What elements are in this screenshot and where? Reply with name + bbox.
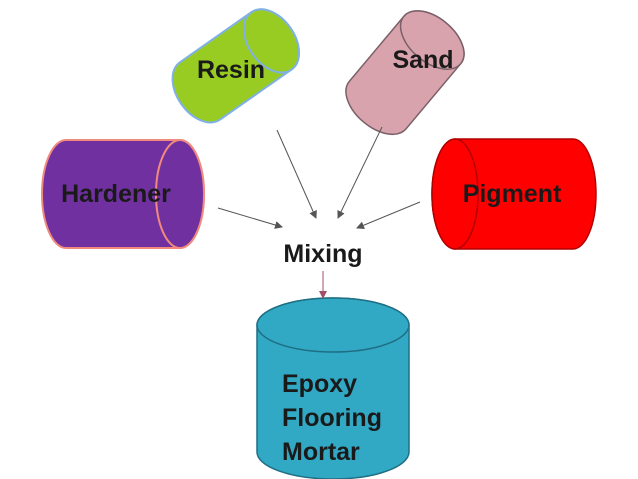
hardener-end-face (155, 139, 205, 249)
resin-label: Resin (197, 56, 265, 84)
sand-cylinder (345, 10, 465, 135)
hardener-cylinder (41, 139, 205, 249)
product-label-line3: Mortar (282, 438, 360, 466)
product-cylinder (256, 297, 410, 479)
product-label-line1: Epoxy (282, 370, 357, 398)
sand-label: Sand (392, 46, 453, 74)
resin-end-face (242, 8, 300, 74)
arrow-hardener-to-mixing (217, 207, 283, 229)
pigment-label: Pigment (463, 180, 562, 208)
hardener-label: Hardener (61, 180, 171, 208)
sand-end-face (399, 10, 465, 70)
arrow-pigment-to-mixing (356, 201, 421, 230)
resin-cylinder (171, 8, 300, 124)
mixing-label: Mixing (283, 240, 362, 268)
product-label-line2: Flooring (282, 404, 382, 432)
product-top-face (256, 297, 410, 353)
pigment-cylinder (431, 138, 597, 250)
arrow-sand-to-mixing (337, 126, 383, 219)
pigment-end-face (431, 138, 479, 250)
arrow-resin-to-mixing (276, 129, 317, 219)
